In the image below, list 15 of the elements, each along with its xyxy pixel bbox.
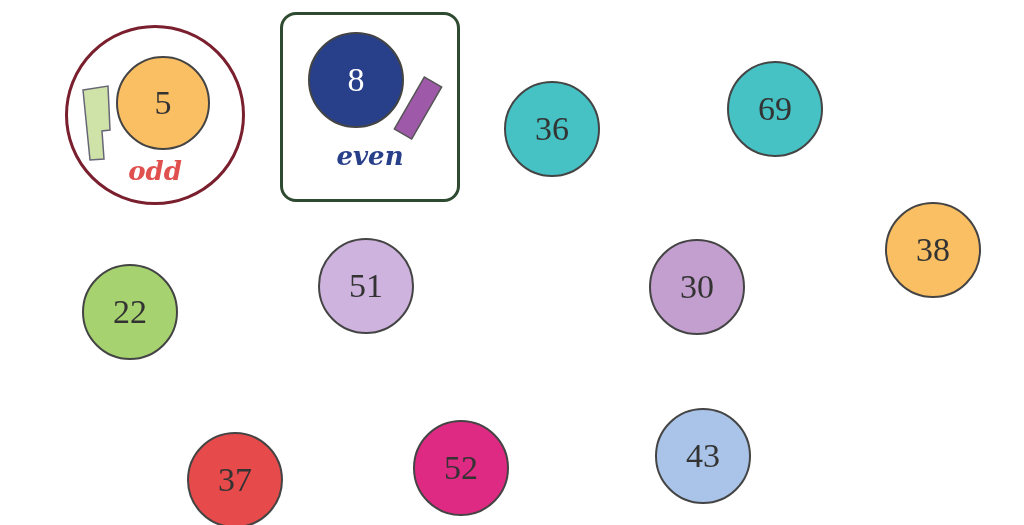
number-circle: 69 — [727, 61, 823, 157]
number-circle: 30 — [649, 239, 745, 335]
number-circle: 38 — [885, 202, 981, 298]
number-circle: 52 — [413, 420, 509, 516]
number-circle: 22 — [82, 264, 178, 360]
group-label: odd — [128, 156, 182, 186]
number-circle: 51 — [318, 238, 414, 334]
number-circle: 5 — [116, 56, 210, 150]
group-label: even — [336, 141, 404, 171]
number-circle: 37 — [187, 432, 283, 525]
number-circle: 36 — [504, 81, 600, 177]
number-circle: 8 — [308, 32, 404, 128]
group-circle — [65, 25, 245, 205]
group-frame — [280, 12, 460, 202]
number-circle: 43 — [655, 408, 751, 504]
